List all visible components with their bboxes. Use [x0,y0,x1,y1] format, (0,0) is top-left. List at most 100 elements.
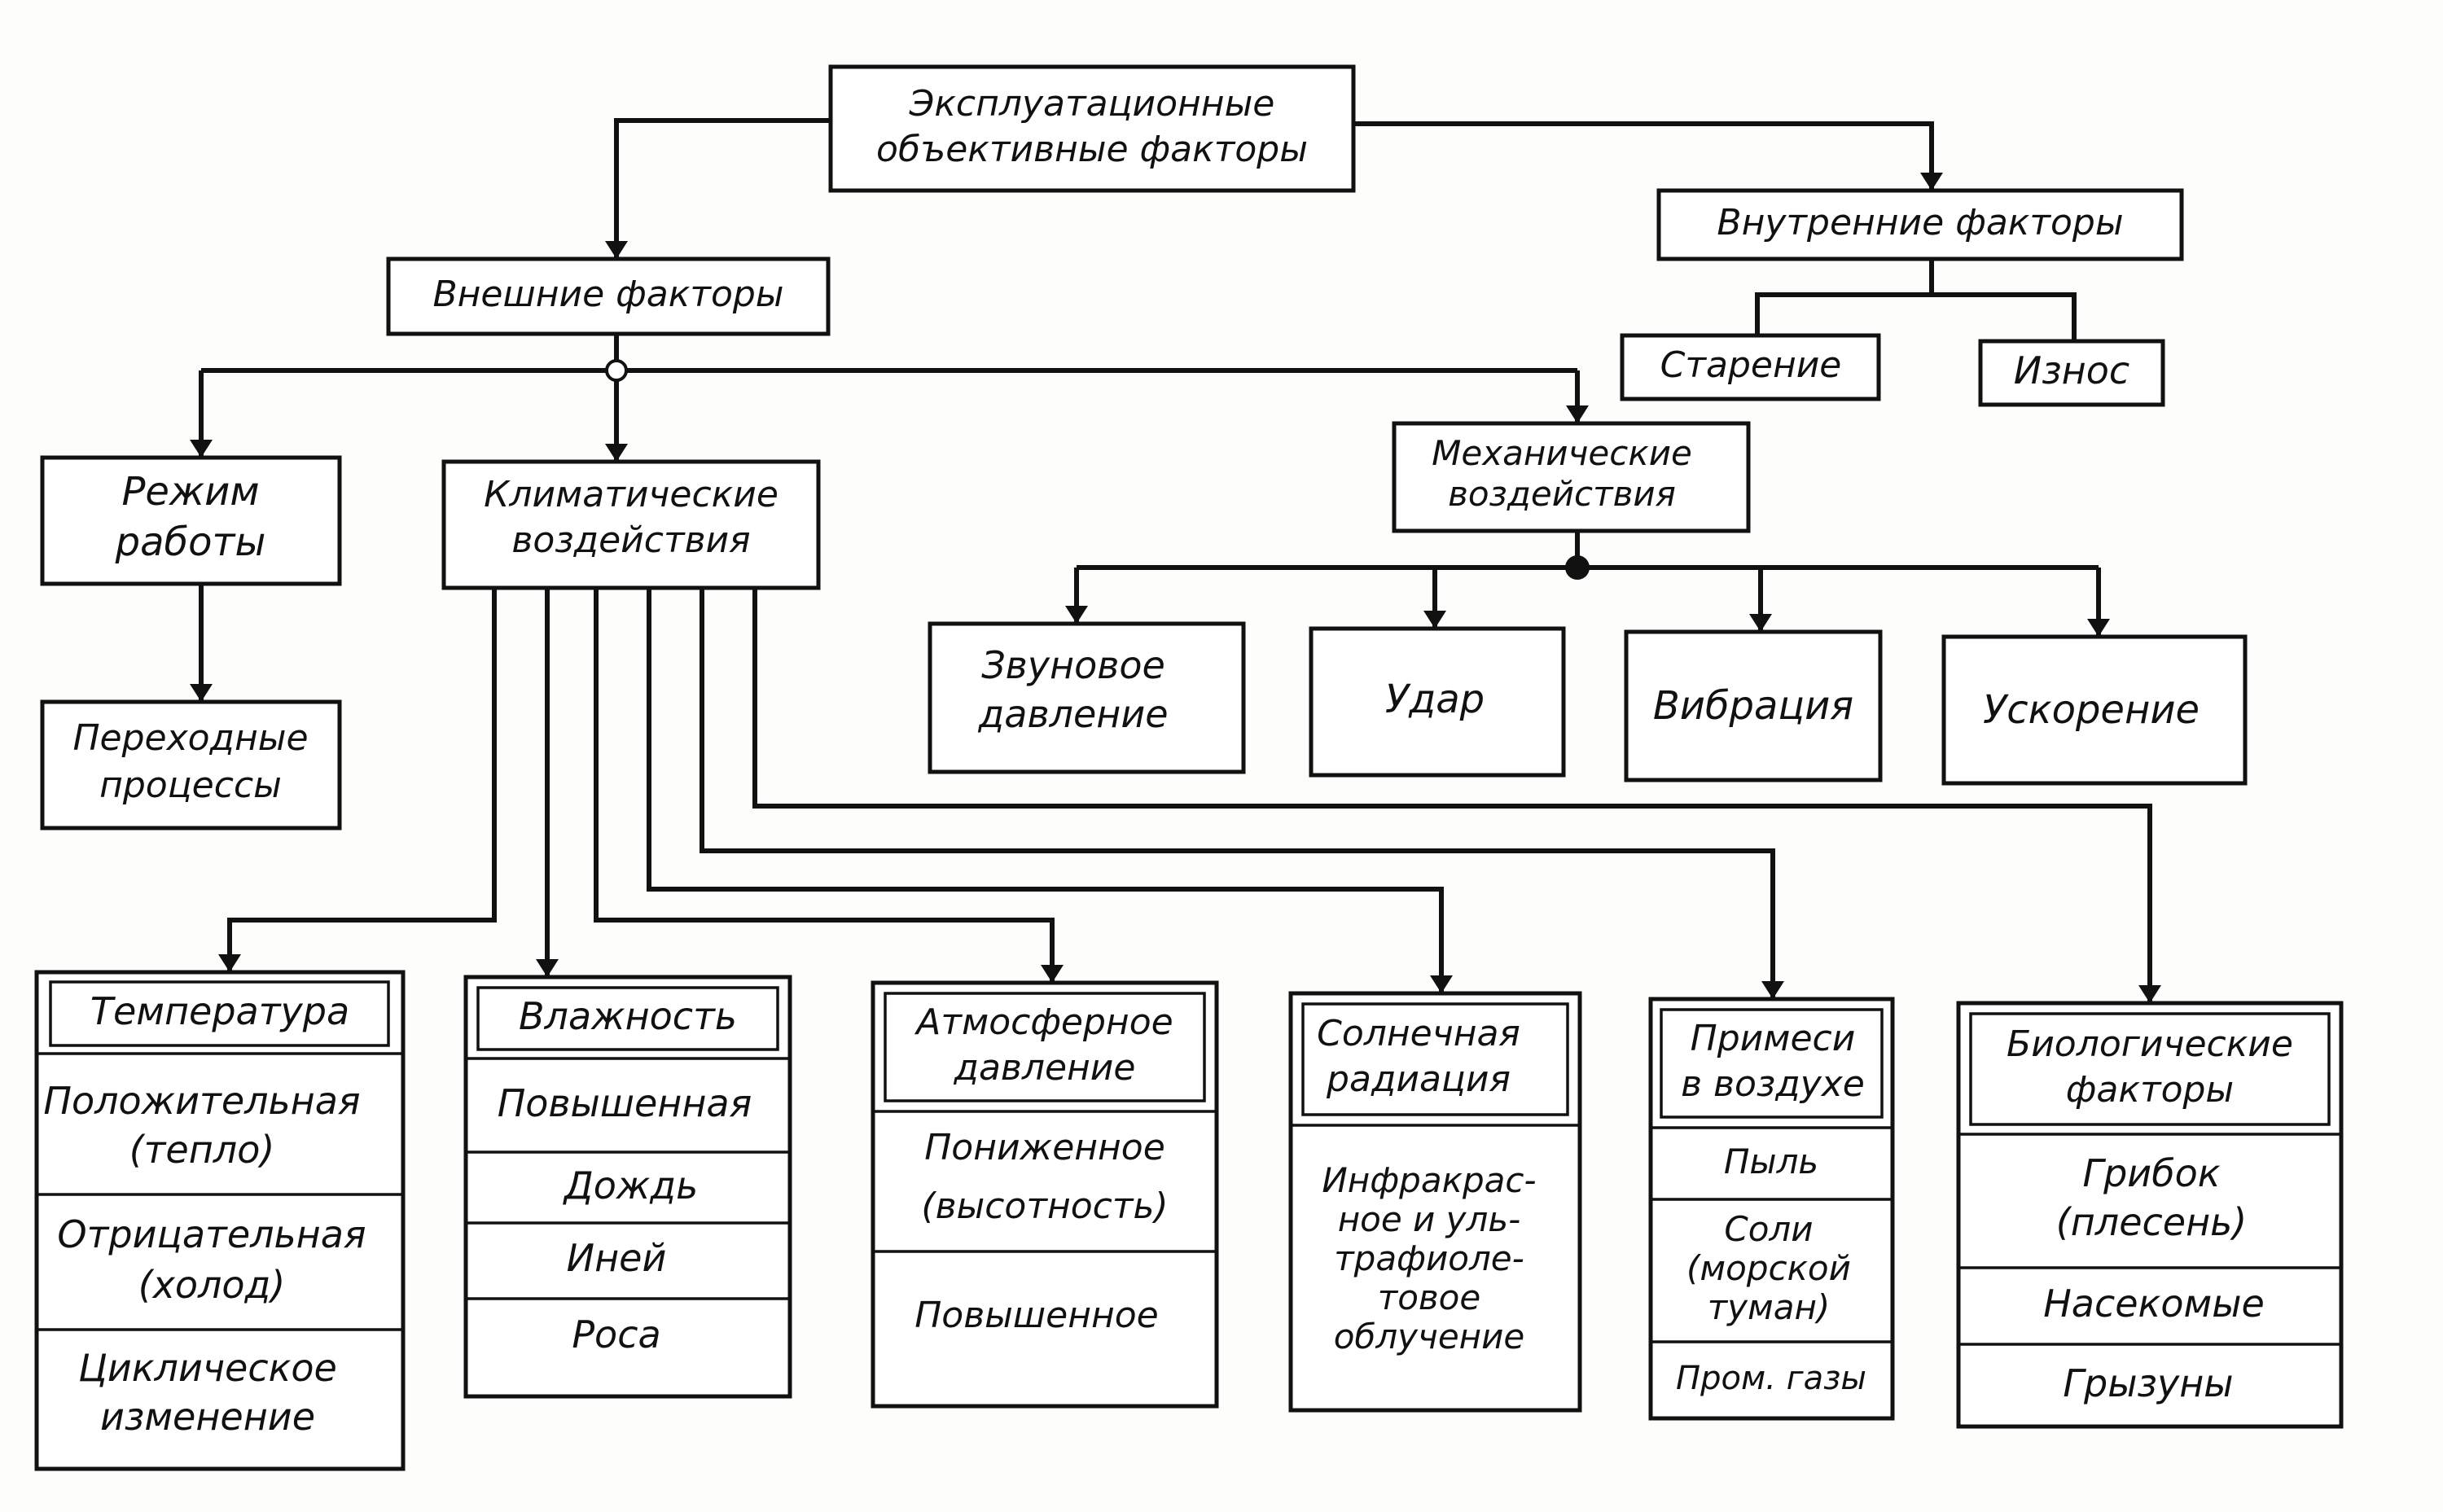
label-line: работы [115,519,266,565]
label-line: товое [1378,1278,1480,1317]
arrowhead [1566,405,1589,423]
label-line: Режим [121,469,259,515]
connector-climatic-temperature [227,588,497,971]
junction-dot [605,359,628,382]
connector-climatic-biological [752,588,2152,1001]
connector-lines [190,118,2161,1003]
label-line: Пониженное [924,1127,1165,1168]
temperature-row: Положительная (тепло) [43,1079,360,1172]
label-line: Инфракрас- [1322,1160,1536,1200]
label-line: Атмосферное [914,1001,1173,1043]
label-line: (холод) [138,1263,286,1307]
impurities-row: Пыль [1724,1142,1818,1181]
label-line: Внешние факторы [432,274,783,315]
label-line: Иней [567,1236,667,1280]
label-line: Переходные [72,717,308,759]
box-external-factors: Внешние факторы [386,256,831,336]
label-line: Удар [1385,677,1485,722]
label-line: Биологические [2007,1023,2293,1065]
pressure-row: Пониженное (высотность) [921,1127,1168,1227]
label-line: Роса [572,1313,660,1356]
humidity-row: Повышенная [498,1081,752,1125]
humidity-header: Влажность [519,994,737,1038]
junction-dot [1565,555,1590,580]
label-line: Вибрация [1653,683,1853,729]
box-wear: Износ [1978,339,2165,407]
label-line: трафиоле- [1334,1238,1524,1278]
aging-label: Старение [1660,344,1842,386]
label-line: Насекомые [2043,1282,2265,1326]
label-line: Дождь [563,1164,698,1207]
arrowhead [1041,965,1064,983]
connector-root-internal [1353,121,1934,189]
temperature-row: Отрицательная (холод) [57,1212,366,1307]
label-line: давление [977,692,1168,736]
connector-climatic-solar [647,588,1444,992]
external-factors-label: Внешние факторы [432,274,783,315]
acceleration-label: Ускорение [1983,687,2200,733]
connector-internal-wear [1932,292,2077,340]
arrowhead [190,684,213,702]
humidity-row: Иней [567,1236,667,1280]
biological-row: Грызуны [2063,1361,2233,1405]
label-line: ное и уль- [1338,1199,1521,1239]
impurities-row: Пром. газы [1676,1360,1866,1397]
label-line: Соли [1724,1209,1813,1249]
arrowhead [2087,619,2110,637]
arrowhead [218,954,241,972]
label-line: воздействия [511,519,750,561]
label-line: Механические [1432,433,1692,473]
vibration-label: Вибрация [1653,683,1853,729]
label-line: радиация [1326,1058,1511,1100]
box-acceleration: Ускорение [1941,634,2248,786]
arrowhead [1920,173,1943,191]
label-line: туман) [1708,1287,1831,1327]
label-line: факторы [2066,1069,2234,1111]
box-shock: Удар [1309,626,1566,778]
humidity-row: Роса [572,1313,660,1356]
label-line: Износ [2014,348,2129,392]
label-line: (высотность) [921,1185,1168,1227]
arrowhead [1749,614,1772,632]
humidity-row: Дождь [563,1164,698,1207]
label-line: облучение [1334,1317,1525,1356]
label-line: Старение [1660,344,1842,386]
label-line: Грибок [2082,1151,2220,1195]
biological-row: Грибок(плесень) [2056,1151,2247,1244]
pressure-row: Повышенное [914,1295,1159,1336]
label-line: (морской [1686,1248,1851,1288]
label-line: Отрицательная [57,1212,366,1256]
label-line: давление [954,1047,1136,1089]
internal-factors-label: Внутренние факторы [1717,202,2123,243]
arrowhead [605,241,628,259]
label-line: Циклическое [78,1346,337,1390]
label-line: (тепло) [129,1128,275,1172]
arrowhead [1430,975,1453,993]
biological-row: Насекомые [2043,1282,2265,1326]
label-line: Положительная [43,1079,360,1123]
shock-label: Удар [1385,677,1485,722]
arrowhead [1761,981,1784,999]
label-line: Примеси [1691,1018,1856,1059]
wear-label: Износ [2014,348,2129,392]
connector-internal-children [1755,259,1934,334]
